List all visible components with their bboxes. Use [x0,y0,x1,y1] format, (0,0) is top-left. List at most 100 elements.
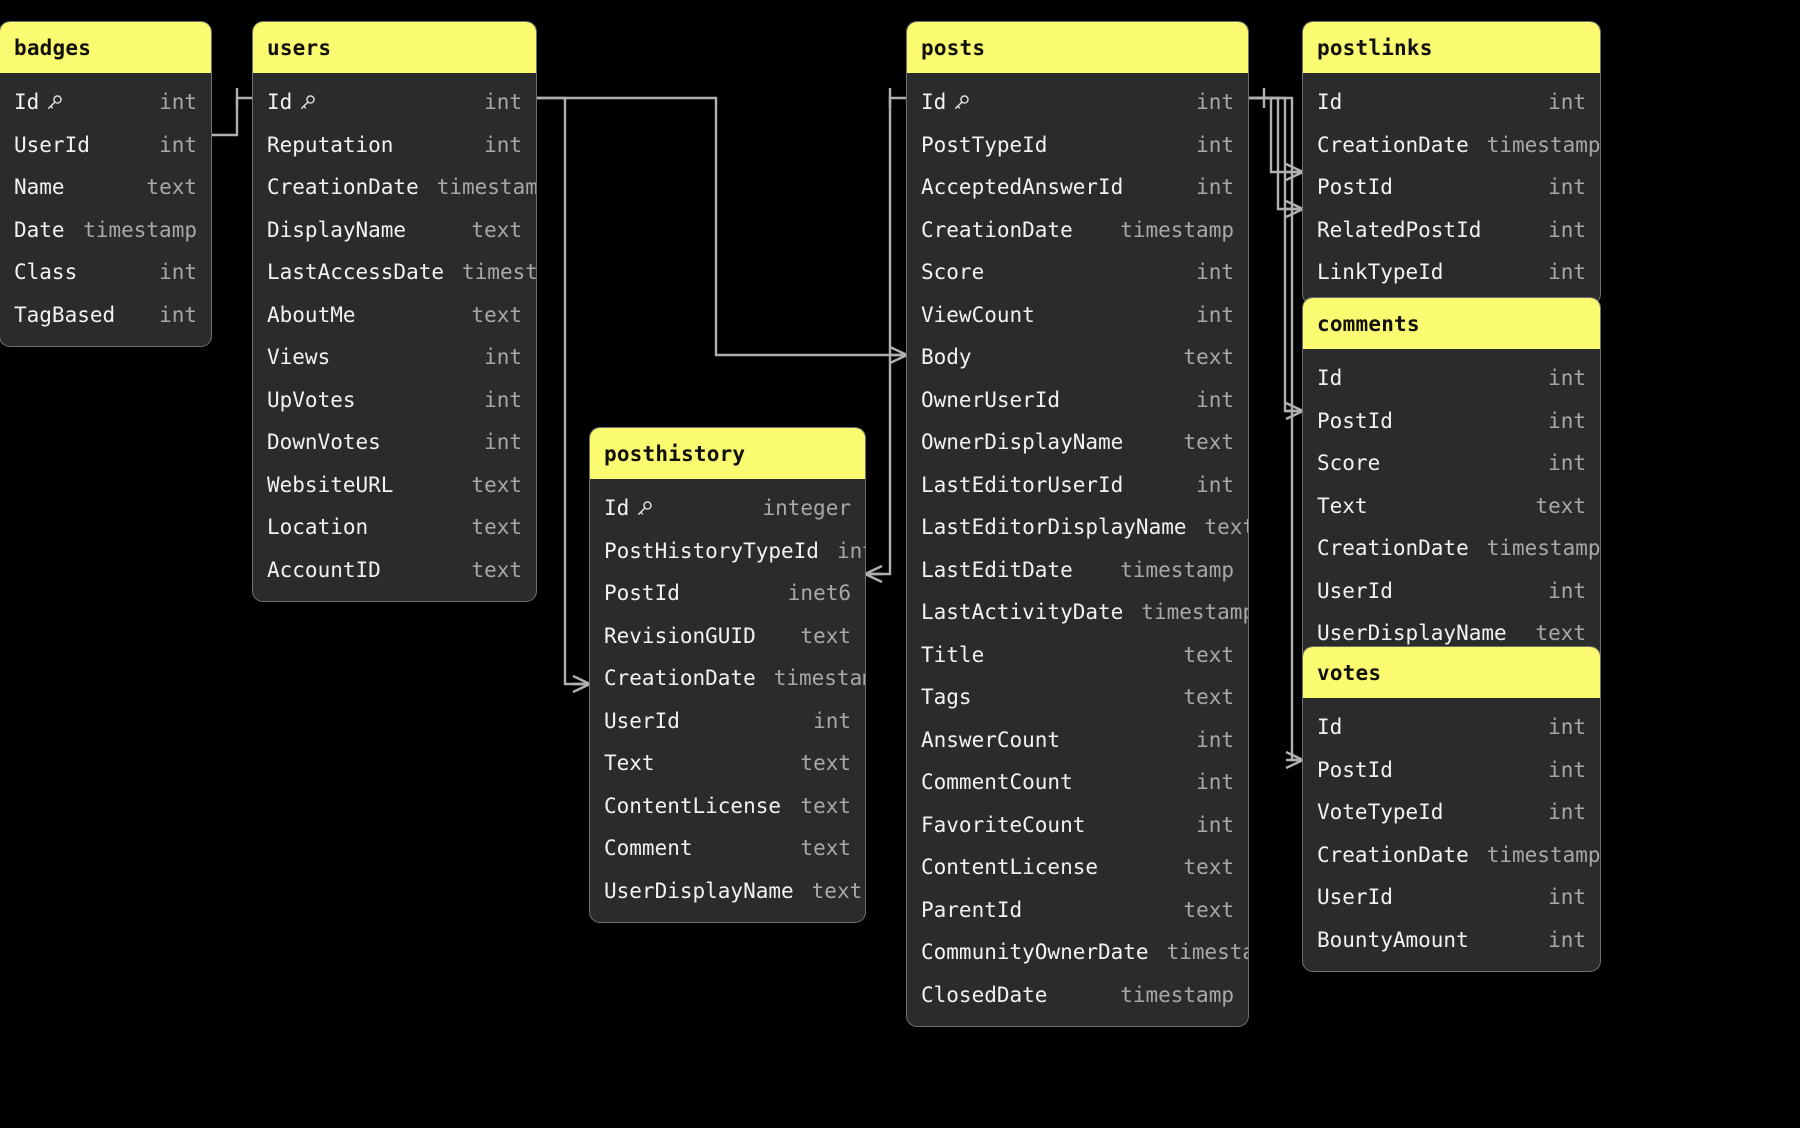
table-header-users[interactable]: users [253,22,536,73]
field-row[interactable]: CommunityOwnerDatetimestamp [907,931,1248,974]
field-name-wrap: TagBased [14,303,115,327]
table-header-badges[interactable]: badges [0,22,211,73]
field-row[interactable]: LastEditorDisplayNametext [907,506,1248,549]
field-name-wrap: CreationDate [604,666,756,690]
field-name-wrap: CreationDate [921,218,1073,242]
table-posthistory[interactable]: posthistoryIdintegerPostHistoryTypeIdint… [590,428,865,922]
table-header-comments[interactable]: comments [1303,298,1600,349]
table-header-postlinks[interactable]: postlinks [1303,22,1600,73]
field-name: Reputation [267,132,394,157]
table-header-votes[interactable]: votes [1303,647,1600,698]
field-name-wrap: CreationDate [1317,843,1469,867]
field-type: text [1183,345,1234,370]
field-row[interactable]: LastAccessDatetimestamp [253,251,536,294]
field-name-wrap: CreationDate [267,175,419,199]
field-type: inet6 [787,581,851,606]
field-type: int [1548,408,1586,433]
field-row[interactable]: PostHistoryTypeIdint [590,530,865,573]
table-header-posts[interactable]: posts [907,22,1248,73]
field-type: text [471,472,522,497]
field-type: int [1196,472,1234,497]
table-header-posthistory[interactable]: posthistory [590,428,865,479]
field-name-wrap: ContentLicense [921,855,1098,879]
field-name: DownVotes [267,430,381,455]
field-row[interactable]: WebsiteURL text [253,464,536,507]
field-name-wrap: FavoriteCount [921,813,1085,837]
field-name: WebsiteURL [267,472,394,497]
field-name: PostId [1317,757,1393,782]
field-name: Id [1317,366,1343,391]
